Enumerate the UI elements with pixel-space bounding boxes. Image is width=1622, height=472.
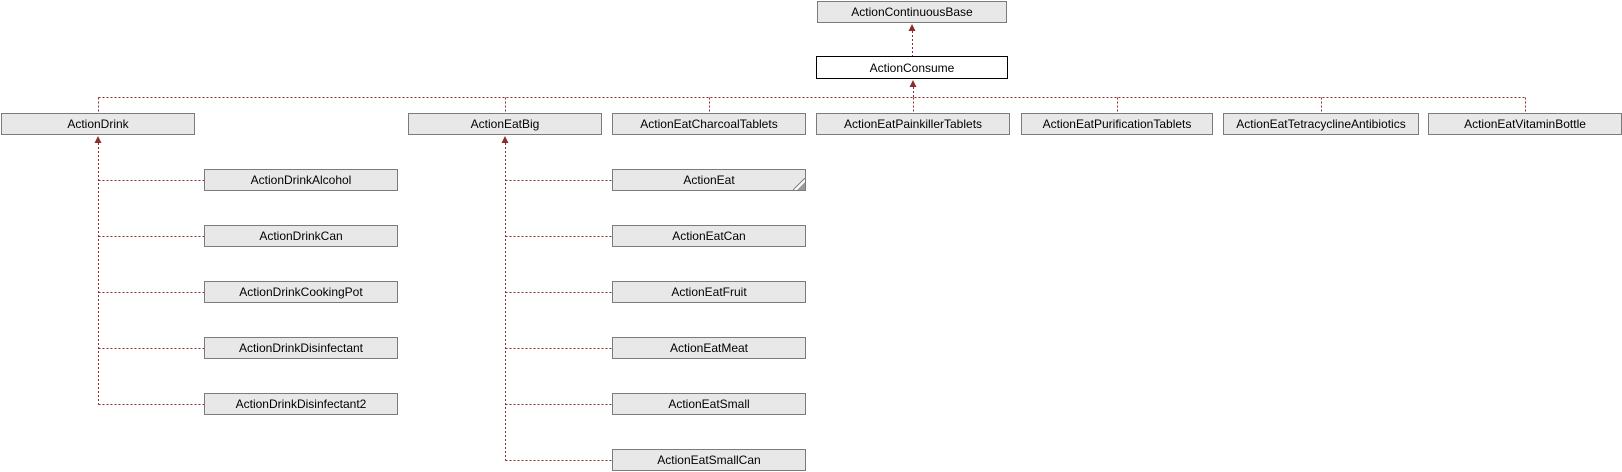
class-box-action-drink-can[interactable]: ActionDrinkCan	[204, 225, 398, 247]
class-label: ActionDrinkCookingPot	[239, 285, 363, 299]
class-label: ActionDrinkAlcohol	[250, 173, 352, 187]
class-box-action-eat-vitamin-bottle[interactable]: ActionEatVitaminBottle	[1428, 113, 1622, 135]
class-label: ActionEatPainkillerTablets	[843, 117, 983, 131]
class-box-action-continuous-base[interactable]: ActionContinuousBase	[817, 1, 1007, 23]
truncated-corner-icon	[792, 177, 806, 191]
class-box-action-drink-cooking-pot[interactable]: ActionDrinkCookingPot	[204, 281, 398, 303]
class-box-action-eat-purification-tablets[interactable]: ActionEatPurificationTablets	[1021, 113, 1213, 135]
inheritance-edges	[94, 24, 1526, 461]
class-label: ActionEatCharcoalTablets	[640, 117, 778, 131]
class-label: ActionDrinkCan	[259, 229, 343, 243]
class-box-action-eat-painkiller-tablets[interactable]: ActionEatPainkillerTablets	[816, 113, 1010, 135]
class-label: ActionEatPurificationTablets	[1042, 117, 1192, 131]
class-box-action-eat[interactable]: ActionEat	[612, 169, 806, 191]
class-label: ActionEatVitaminBottle	[1464, 117, 1586, 131]
class-label: ActionDrinkDisinfectant	[238, 341, 364, 355]
class-label: ActionEatFruit	[671, 285, 747, 299]
class-label: ActionEatSmallCan	[657, 453, 761, 467]
arrowhead-to-actiondrink	[94, 136, 102, 143]
class-box-action-drink-disinfectant2[interactable]: ActionDrinkDisinfectant2	[204, 393, 398, 415]
arrowhead-to-base	[908, 24, 916, 31]
class-label: ActionConsume	[869, 60, 955, 75]
class-box-action-eat-small[interactable]: ActionEatSmall	[612, 393, 806, 415]
class-box-action-drink-alcohol[interactable]: ActionDrinkAlcohol	[204, 169, 398, 191]
class-box-action-consume: ActionConsume	[816, 56, 1008, 79]
class-box-action-eat-small-can[interactable]: ActionEatSmallCan	[612, 449, 806, 471]
class-box-action-eat-fruit[interactable]: ActionEatFruit	[612, 281, 806, 303]
arrowhead-to-actioneatbig	[501, 136, 509, 143]
class-box-action-eat-can[interactable]: ActionEatCan	[612, 225, 806, 247]
arrowhead-to-consume	[909, 80, 917, 87]
class-box-action-eat-big[interactable]: ActionEatBig	[408, 113, 602, 135]
class-label: ActionEatSmall	[668, 397, 750, 411]
class-box-action-eat-charcoal-tablets[interactable]: ActionEatCharcoalTablets	[612, 113, 806, 135]
class-label: ActionEatCan	[672, 229, 746, 243]
class-label: ActionContinuousBase	[851, 5, 973, 19]
class-box-action-drink[interactable]: ActionDrink	[1, 113, 195, 135]
class-label: ActionEat	[683, 173, 735, 187]
class-label: ActionDrink	[67, 117, 129, 131]
class-label: ActionDrinkDisinfectant2	[235, 397, 367, 411]
class-box-action-eat-tetracycline-antibiotics[interactable]: ActionEatTetracyclineAntibiotics	[1223, 113, 1419, 135]
class-label: ActionEatTetracyclineAntibiotics	[1236, 117, 1406, 131]
class-label: ActionEatBig	[470, 117, 540, 131]
class-box-action-eat-meat[interactable]: ActionEatMeat	[612, 337, 806, 359]
class-box-action-drink-disinfectant[interactable]: ActionDrinkDisinfectant	[204, 337, 398, 359]
class-label: ActionEatMeat	[669, 341, 749, 355]
